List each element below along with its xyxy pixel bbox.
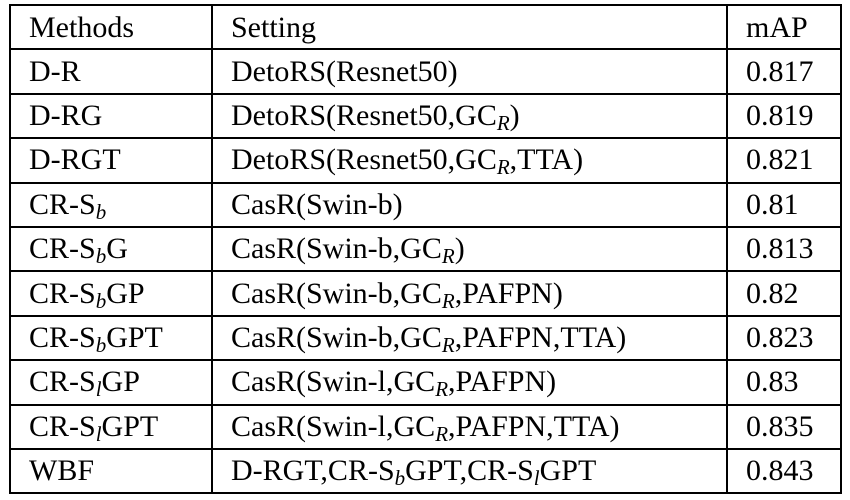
map-cell: 0.819 xyxy=(726,92,842,140)
map-cell: 0.823 xyxy=(726,314,842,362)
header-methods: Methods xyxy=(9,3,213,51)
header-map: mAP xyxy=(726,3,842,51)
text-fragment: GP xyxy=(106,276,145,310)
map-cell: 0.835 xyxy=(726,403,842,450)
setting-cell: CasR(Swin-b,GCR,PAFPN,TTA) xyxy=(211,314,728,362)
setting-cell: CasR(Swin-b,GCR,PAFPN) xyxy=(211,270,728,317)
text-fragment: GPT xyxy=(539,454,597,488)
text-fragment: ,PAFPN) xyxy=(448,365,557,399)
setting-cell: DetoRS(Resnet50,GCR,TTA) xyxy=(211,137,728,184)
text-fragment: CR-S xyxy=(29,365,96,399)
map-cell: 0.813 xyxy=(726,225,842,273)
subscript: b xyxy=(95,199,107,224)
method-cell: D-RG xyxy=(9,92,213,140)
subscript: R xyxy=(496,155,510,180)
text-fragment: WBF xyxy=(29,454,95,488)
map-cell: 0.81 xyxy=(726,181,842,228)
map-cell: 0.821 xyxy=(726,137,842,184)
subscript: R xyxy=(441,244,455,269)
method-cell: D-R xyxy=(9,48,213,95)
text-fragment: CR-S xyxy=(29,187,96,221)
setting-cell: CasR(Swin-l,GCR,PAFPN,TTA) xyxy=(211,403,728,450)
text-fragment: G xyxy=(106,232,128,266)
text-fragment: DetoRS(Resnet50,GC xyxy=(231,143,497,177)
subscript: R xyxy=(435,421,449,446)
method-cell: D-RGT xyxy=(9,137,213,184)
table-header: Methods Setting mAP xyxy=(9,3,842,51)
method-cell: CR-SlGPT xyxy=(9,403,213,450)
subscript: b xyxy=(95,288,107,313)
subscript: R xyxy=(496,110,510,135)
method-cell: CR-SbG xyxy=(9,225,213,273)
subscript: R xyxy=(435,377,449,402)
text-fragment: DetoRS(Resnet50) xyxy=(231,54,458,88)
setting-cell: DetoRS(Resnet50,GCR) xyxy=(211,92,728,140)
method-cell: WBF xyxy=(9,447,213,495)
map-cell: 0.817 xyxy=(726,48,842,95)
map-cell: 0.82 xyxy=(726,270,842,317)
text-fragment: GPT xyxy=(101,409,159,443)
subscript: l xyxy=(533,466,540,491)
subscript: b xyxy=(394,466,406,491)
subscript: b xyxy=(95,244,107,269)
text-fragment: ,PAFPN,TTA) xyxy=(454,320,627,354)
header-setting: Setting xyxy=(211,3,728,51)
setting-cell: DetoRS(Resnet50) xyxy=(211,48,728,95)
text-fragment: ,TTA) xyxy=(509,143,584,177)
results-table: Methods Setting mAP D-R DetoRS(Resnet50) 0… xyxy=(9,3,842,495)
text-fragment: ,PAFPN) xyxy=(454,276,563,310)
text-fragment: CasR(Swin-l,GC xyxy=(231,409,436,443)
method-cell: CR-SlGP xyxy=(9,359,213,406)
text-fragment: DetoRS(Resnet50,GC xyxy=(231,98,497,132)
text-fragment: GPT,CR-S xyxy=(405,454,534,488)
text-fragment: CasR(Swin-b) xyxy=(231,187,403,221)
text-fragment: GP xyxy=(101,365,140,399)
subscript: l xyxy=(95,377,102,402)
text-fragment: D-R xyxy=(29,54,81,88)
text-fragment: CR-S xyxy=(29,276,96,310)
text-fragment: CasR(Swin-l,GC xyxy=(231,365,436,399)
map-cell: 0.843 xyxy=(726,447,842,495)
setting-cell: CasR(Swin-b,GCR) xyxy=(211,225,728,273)
setting-cell: D-RGT,CR-SbGPT,CR-SlGPT xyxy=(211,447,728,495)
method-cell: CR-Sb xyxy=(9,181,213,228)
setting-cell: CasR(Swin-b) xyxy=(211,181,728,228)
subscript: b xyxy=(95,332,107,357)
header-row: Methods Setting mAP xyxy=(9,3,842,51)
text-fragment: CasR(Swin-b,GC xyxy=(231,320,442,354)
text-fragment: CR-S xyxy=(29,232,96,266)
text-fragment: ) xyxy=(454,232,465,266)
method-cell: CR-SbGPT xyxy=(9,314,213,362)
subscript: l xyxy=(95,421,102,446)
table-row: D-R DetoRS(Resnet50) 0.817 xyxy=(9,48,842,95)
text-fragment: ,PAFPN,TTA) xyxy=(448,409,620,443)
method-cell: CR-SbGP xyxy=(9,270,213,317)
subscript: R xyxy=(441,288,455,313)
text-fragment: GPT xyxy=(106,320,163,354)
text-fragment: D-RG xyxy=(29,98,103,132)
text-fragment: CR-S xyxy=(29,409,96,443)
text-fragment: CasR(Swin-b,GC xyxy=(231,232,442,266)
text-fragment: ) xyxy=(509,98,520,132)
text-fragment: CasR(Swin-b,GC xyxy=(231,276,442,310)
text-fragment: D-RGT,CR-S xyxy=(231,454,395,488)
text-fragment: CR-S xyxy=(29,320,96,354)
map-cell: 0.83 xyxy=(726,359,842,406)
setting-cell: CasR(Swin-l,GCR,PAFPN) xyxy=(211,359,728,406)
text-fragment: D-RGT xyxy=(29,143,121,177)
table-row: CR-Sb CasR(Swin-b) 0.81 xyxy=(9,181,842,228)
subscript: R xyxy=(441,332,455,357)
